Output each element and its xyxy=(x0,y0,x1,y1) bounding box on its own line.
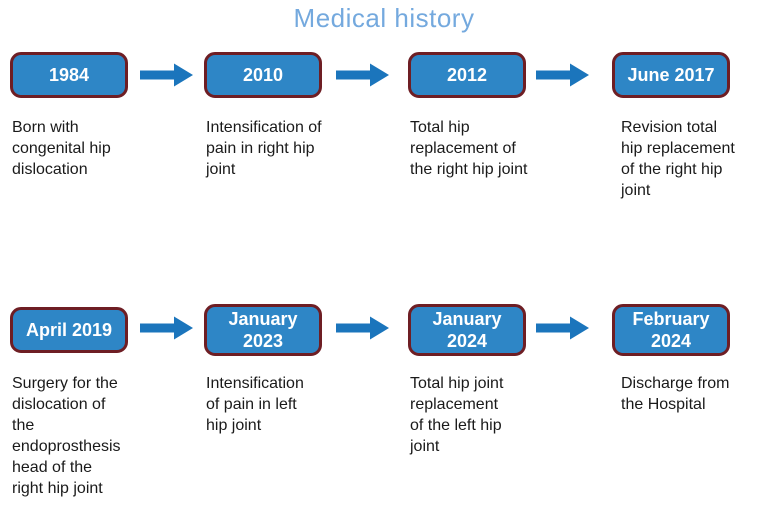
timeline-box-january-2024: January 2024 xyxy=(408,304,526,356)
timeline-box-june-2017: June 2017 xyxy=(612,52,730,98)
timeline-box-2012: 2012 xyxy=(408,52,526,98)
timeline-box-april-2019: April 2019 xyxy=(10,307,128,353)
event-description: Revision total hip replacement of the ri… xyxy=(621,119,735,199)
timeline-box-january-2023: January 2023 xyxy=(204,304,322,356)
event-description: Surgery for the dislocation of the endop… xyxy=(12,375,121,497)
timeline-box-february-2024: February 2024 xyxy=(612,304,730,356)
page-title: Medical history xyxy=(293,3,475,33)
timeline-box-1984: 1984 xyxy=(10,52,128,98)
event-description: Intensification of pain in right hip joi… xyxy=(206,119,322,178)
right-arrow-icon xyxy=(536,316,589,340)
right-arrow-icon xyxy=(140,63,193,87)
right-arrow-icon xyxy=(336,63,389,87)
right-arrow-icon xyxy=(336,316,389,340)
event-description: Discharge from the Hospital xyxy=(621,375,730,413)
right-arrow-icon xyxy=(140,316,193,340)
event-description: Intensification of pain in left hip join… xyxy=(206,375,304,434)
event-description: Born with congenital hip dislocation xyxy=(12,119,111,178)
right-arrow-icon xyxy=(536,63,589,87)
timeline-box-2010: 2010 xyxy=(204,52,322,98)
event-description: Total hip replacement of the right hip j… xyxy=(410,119,528,178)
event-description: Total hip joint replacement of the left … xyxy=(410,375,504,455)
